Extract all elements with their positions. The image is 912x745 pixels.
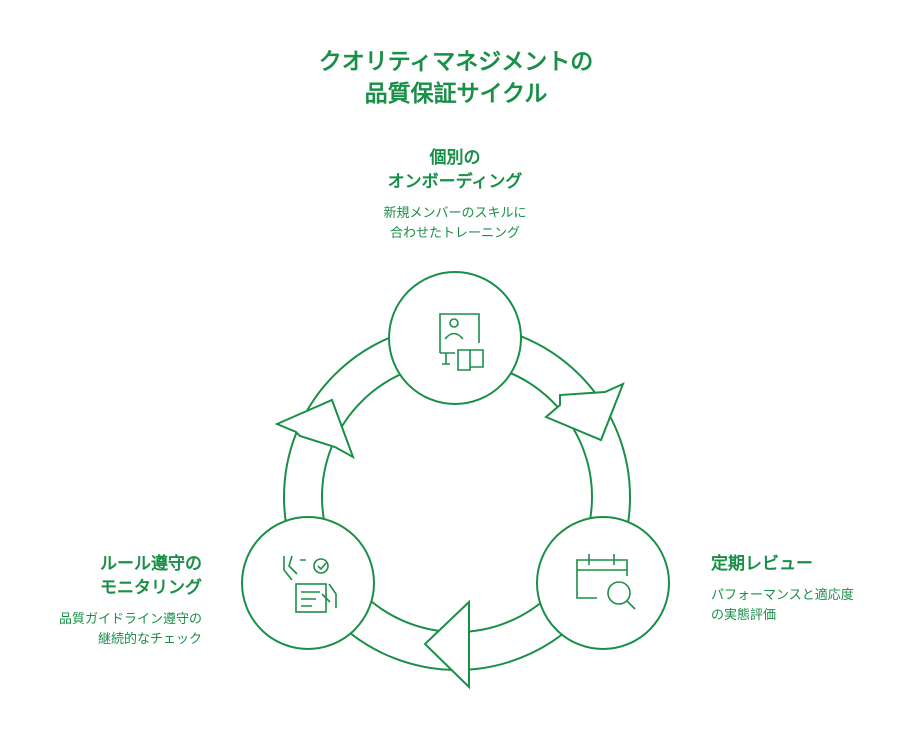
step-onboarding-title-line-2: オンボーディング — [387, 172, 523, 192]
step-monitoring-title: ルール遵守の モニタリング — [100, 552, 202, 600]
step-onboarding-title-line-1: 個別の — [429, 148, 481, 168]
step-onboarding-title: 個別の オンボーディング — [330, 146, 580, 194]
title-line-2: 品質保証サイクル — [364, 81, 548, 107]
node-review — [536, 516, 670, 650]
checklist-hands-icon — [283, 555, 337, 613]
step-review-title: 定期レビュー — [711, 552, 813, 576]
step-review-desc-line-1: パフォーマンスと適応度 — [711, 588, 854, 603]
step-onboarding-desc: 新規メンバーのスキルに 合わせたトレーニング — [330, 204, 580, 244]
step-review-title-line-1: 定期レビュー — [711, 554, 813, 574]
step-review-desc-line-2: の実態評価 — [711, 608, 777, 623]
step-monitoring-desc-line-2: 継続的なチェック — [97, 632, 202, 647]
step-onboarding-desc-line-1: 新規メンバーのスキルに — [383, 206, 527, 221]
node-monitoring — [241, 516, 375, 650]
step-monitoring-desc: 品質ガイドライン遵守の 継続的なチェック — [59, 610, 202, 650]
monitor-person-book-icon — [439, 313, 484, 371]
step-monitoring-title-line-1: ルール遵守の — [100, 554, 202, 574]
calendar-search-icon — [576, 554, 636, 610]
step-review-desc: パフォーマンスと適応度 の実態評価 — [711, 586, 854, 626]
step-monitoring-title-line-2: モニタリング — [100, 578, 202, 598]
step-monitoring-desc-line-1: 品質ガイドライン遵守の — [58, 612, 202, 627]
arrow-left — [274, 398, 355, 460]
diagram-title: クオリティマネジメントの 品質保証サイクル — [0, 46, 912, 110]
arrow-bottom — [423, 599, 470, 690]
arrow-top-right — [544, 382, 625, 442]
title-line-1: クオリティマネジメントの — [318, 49, 594, 75]
node-onboarding — [388, 271, 522, 405]
step-onboarding-desc-line-2: 合わせたトレーニング — [389, 226, 520, 241]
